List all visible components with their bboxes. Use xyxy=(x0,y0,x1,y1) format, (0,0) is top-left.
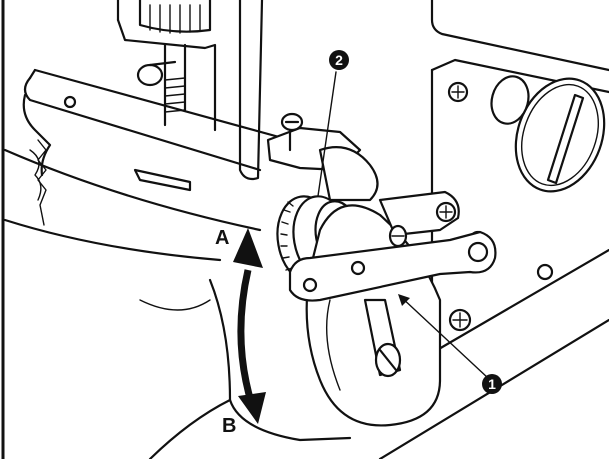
thread-guide-rod xyxy=(23,0,292,192)
upper-bracket xyxy=(378,190,460,248)
label-b: B xyxy=(222,415,236,437)
callout-1-badge: 1 xyxy=(482,374,502,394)
thread-hook xyxy=(22,93,52,226)
presser-bar-rod xyxy=(116,0,217,132)
tension-bracket xyxy=(266,112,379,202)
callout-2-number: 2 xyxy=(335,52,343,68)
lower-screw xyxy=(448,308,472,332)
adjustment-arrow xyxy=(233,228,266,424)
callout-2-leader xyxy=(317,71,337,197)
callout-1-leader xyxy=(399,295,489,379)
slotted-screw-large xyxy=(514,77,606,193)
callout-1-number: 1 xyxy=(488,376,496,392)
oval-hole xyxy=(490,75,530,125)
callout-1-arrowhead xyxy=(398,294,410,306)
callout-2-badge: 2 xyxy=(329,50,349,70)
label-a: A xyxy=(215,227,229,249)
check-spring-arm xyxy=(288,230,497,302)
